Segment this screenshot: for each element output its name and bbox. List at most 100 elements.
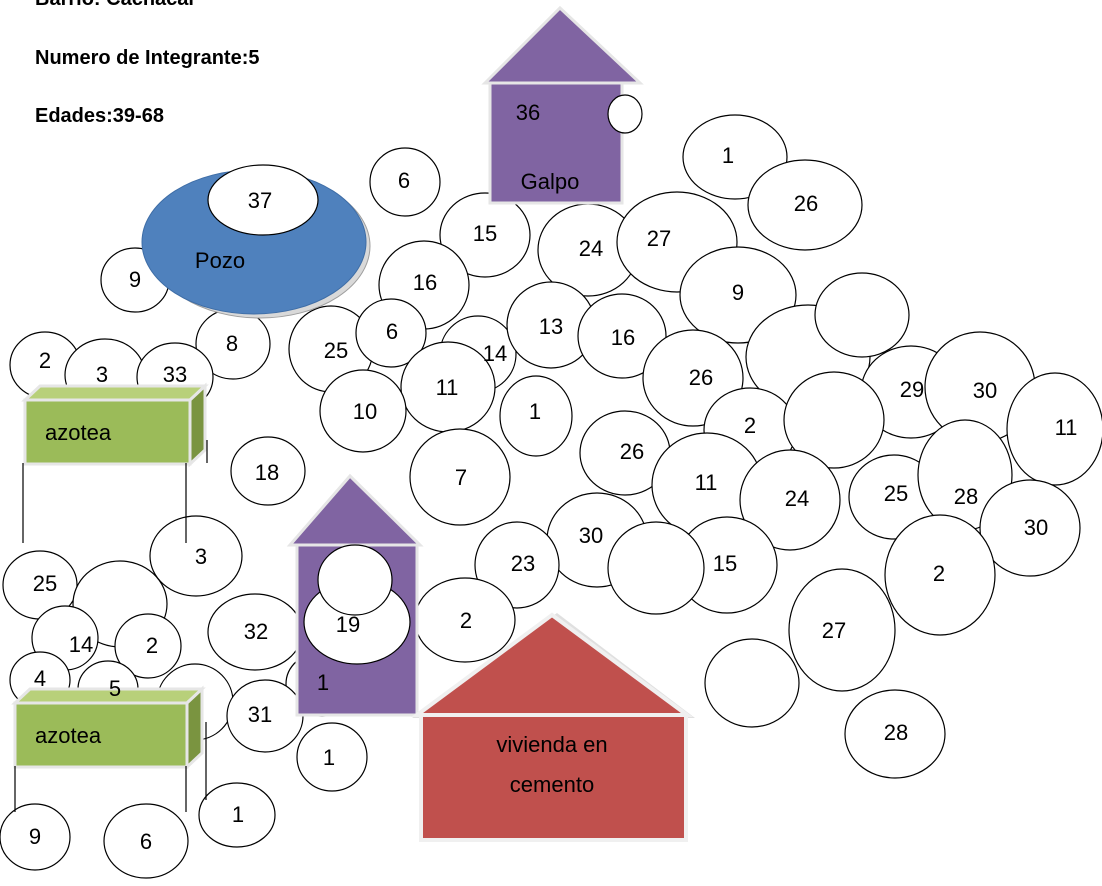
tree-circle [355,298,427,368]
tree-number: 25 [324,338,348,363]
tree-number: 2 [744,413,756,438]
tree-number: 24 [579,236,603,261]
tree-number: 11 [436,375,459,400]
tree-circle [884,514,996,636]
tree-circle [783,371,885,469]
header-barrio: Barrio: Cachacal [35,0,194,11]
vivienda-label-line1: vivienda en [496,732,607,757]
tree-circle [114,613,182,679]
tree-number: 3 [195,544,207,569]
galpo-label: Galpo [521,169,580,194]
tree-circle [0,803,71,871]
tree-circle [1006,372,1102,486]
tree-circle [439,192,531,278]
tree-circle-partial [607,94,643,134]
tree-circle [814,272,910,358]
tree-number: 9 [732,280,744,305]
tree-circle [577,293,667,379]
tree-circle [319,369,407,453]
tree-circle [788,568,896,692]
tree-number: 26 [620,439,644,464]
tree-number: 1 [232,802,244,827]
tree-number: 6 [140,829,152,854]
tree-number: 27 [647,226,671,251]
tree-number: 1 [323,745,335,770]
azotea-bottom: azotea [11,685,206,771]
tree-number: 28 [954,484,978,509]
tree-number: 16 [413,270,437,295]
header-edades: Edades:39-68 [35,105,164,127]
tree-circle [844,689,946,779]
tree-number: 32 [244,619,268,644]
tree-number: 15 [713,551,737,576]
tree-number: 33 [163,362,187,387]
azotea-top-label: azotea [45,420,112,445]
tree-circle [198,782,276,848]
tree-number: 6 [398,168,410,193]
tree-circle [979,479,1081,577]
tree-circle [747,159,863,251]
tree-number: 1 [722,143,734,168]
tree-number: 19 [336,612,360,637]
pozo-number: 37 [248,188,272,213]
azotea-bottom-label: azotea [35,723,102,748]
tree-number: 23 [511,551,535,576]
tree-number: 11 [1055,415,1078,440]
tree-number: 2 [460,608,472,633]
tree-number: 1 [317,670,329,695]
tree-circle [607,521,705,615]
pozo-number-circle [207,164,319,236]
tree-number: 25 [884,481,908,506]
tree-number: 14 [69,632,93,657]
tree-number: 1 [529,399,541,424]
tree-circle [409,428,511,526]
tree-number: 31 [248,702,272,727]
tree-number: 9 [29,824,41,849]
tree-number: 2 [39,348,51,373]
tree-number: 30 [973,378,997,403]
tree-number: 26 [794,191,818,216]
tree-number: 15 [473,221,497,246]
tree-circle [369,147,441,217]
tree-number: 29 [900,377,924,402]
tree-number: 26 [689,365,713,390]
tree-number: 8 [226,331,238,356]
tree-number: 2 [933,561,945,586]
tree-number: 10 [353,399,377,424]
middle-house: a [286,473,424,717]
tree-circle [149,515,243,597]
tree-circle [296,722,368,792]
tree-number: 3 [96,362,108,387]
tree-number: 2 [146,633,158,658]
tree-number: 28 [884,720,908,745]
tree-circle [103,803,189,879]
tree-number: 18 [255,460,279,485]
tree-number: 30 [579,523,603,548]
tree-circle [317,544,393,616]
header-integrantes: Numero de Integrante:5 [35,47,260,69]
tree-circle [230,436,306,506]
tree-number: 30 [1024,515,1048,540]
vivienda-label-line2: cemento [510,772,594,797]
galpo-number: 36 [516,100,540,125]
vivienda-en-cemento: vivienda en cemento [410,612,695,842]
tree-number: 14 [483,341,507,366]
tree-number: 7 [455,465,467,490]
tree-number: 9 [129,267,141,292]
tree-circle [499,375,573,457]
tree-number: 16 [611,325,635,350]
tree-number: 13 [539,314,563,339]
azotea-top: azotea [21,382,209,468]
tree-circle [704,638,800,728]
tree-circle [739,449,841,551]
tree-number: 25 [33,571,57,596]
tree-number: 24 [785,486,809,511]
tree-number: 4 [34,666,46,691]
trees [0,114,1102,879]
tree-number: 5 [109,676,121,701]
pozo-label: Pozo [195,248,245,273]
